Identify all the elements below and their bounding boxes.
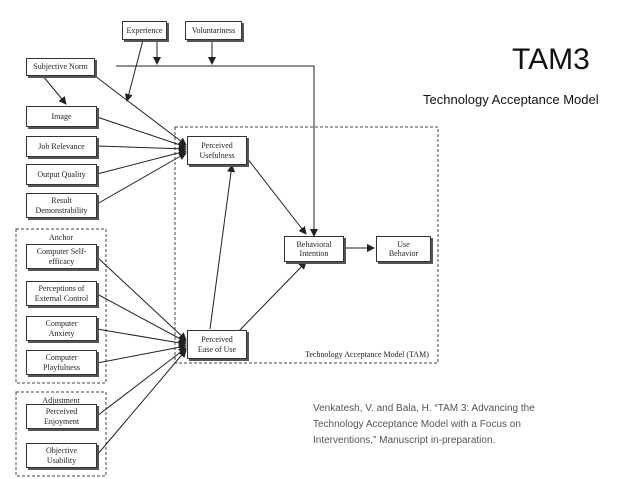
arrow-pec-peou <box>96 293 187 343</box>
arrow-experience-pu <box>124 39 144 102</box>
anchor-group-boundary <box>15 228 107 384</box>
arrow-jobrel-pu <box>96 144 187 153</box>
result-demonstrability-node: Result Demonstrability <box>26 193 97 218</box>
arrow-anxiety-peou <box>96 328 187 347</box>
slide-title: TAM3 <box>512 43 590 76</box>
objective-usability-node: Objective Usability <box>26 443 97 468</box>
computer-self-efficacy-node: Computer Self- efficacy <box>26 244 97 269</box>
voluntariness-node: Voluntariness <box>185 21 242 40</box>
arrow-cse-peou <box>96 256 187 341</box>
arrow-result-pu <box>96 152 187 205</box>
image-node: Image <box>26 106 97 127</box>
arrow-usability-peou <box>96 349 187 456</box>
perceived-ease-of-use-node: Perceived Ease of Use <box>187 330 247 359</box>
slide-subtitle: Technology Acceptance Model <box>423 92 599 107</box>
computer-playfulness-node: Computer Playfulness <box>26 350 97 375</box>
subjective-norm-node: Subjective Norm <box>26 58 95 76</box>
computer-anxiety-node: Computer Anxiety <box>26 316 97 341</box>
arrow-playfulness-peou <box>96 343 187 364</box>
adjustment-group-label: Adjustment <box>42 396 80 405</box>
anchor-group-label: Anchor <box>49 233 73 242</box>
arrow-sn-pu <box>94 75 187 146</box>
perceived-enjoyment-node: Perceived Enjoyment <box>26 404 97 429</box>
arrow-image-pu <box>96 116 187 149</box>
perceptions-external-control-node: Perceptions of External Control <box>26 281 97 306</box>
arrow-pu-bi <box>246 157 307 235</box>
arrow-enjoyment-peou <box>96 347 187 417</box>
citation-text: Venkatesh, V. and Bala, H. “TAM 3: Advan… <box>313 403 535 446</box>
arrow-output-pu <box>96 148 187 175</box>
experience-node: Experience <box>122 21 167 40</box>
perceived-usefulness-node: Perceived Usefulness <box>187 136 247 165</box>
tam-boundary <box>174 126 439 364</box>
arrow-peou-bi <box>236 261 307 334</box>
arrow-sn-image <box>42 75 67 105</box>
job-relevance-node: Job Relevance <box>26 136 97 157</box>
output-quality-node: Output Quality <box>26 164 97 185</box>
arrow-peou-pu <box>209 164 236 330</box>
adjustment-group-boundary <box>15 391 107 477</box>
behavioral-intention-node: Behavioral Intention <box>284 236 344 262</box>
tam-boundary-label: Technology Acceptance Model (TAM) <box>305 350 429 359</box>
use-behavior-node: Use Behavior <box>376 236 431 262</box>
arrow-sn-bi <box>116 65 318 237</box>
